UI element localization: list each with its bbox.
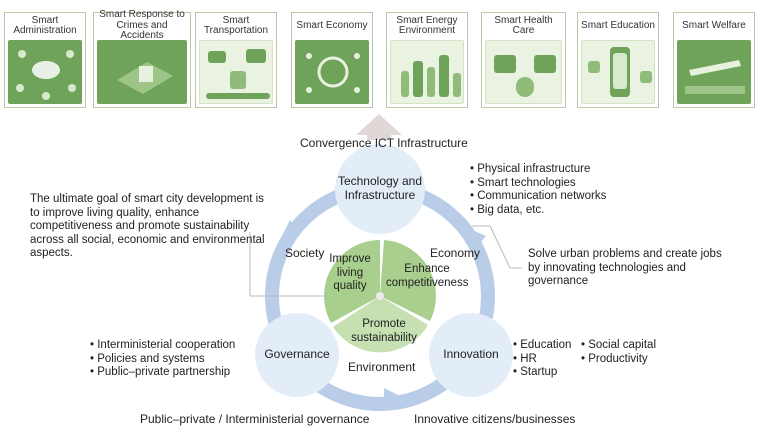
tile-label: Smart Economy (296, 19, 368, 31)
tile-smart-health-care: Smart Health Care (481, 12, 566, 108)
list-item: Productivity (581, 353, 656, 367)
list-item: Public–private partnership (90, 366, 235, 380)
list-item: Smart technologies (470, 177, 606, 191)
city-block-icon (97, 40, 187, 104)
tile-smart-energy: Smart Energy Environment (386, 12, 468, 108)
ring-arrow-right (470, 229, 486, 248)
cloud-network-icon (8, 40, 82, 104)
welfare-icon (677, 40, 751, 104)
tile-label: Smart Response to Crimes and Accidents (99, 9, 185, 42)
tile-smart-economy: Smart Economy (291, 12, 373, 108)
ring-label-economy: Economy (430, 246, 481, 260)
solve-leader-line (472, 225, 522, 269)
bottom-left-label: Public–private / Interministerial govern… (140, 412, 370, 426)
economy-icon (295, 40, 369, 104)
tile-label: Smart Education (581, 19, 655, 31)
tile-smart-response: Smart Response to Crimes and Accidents (93, 9, 191, 108)
tile-smart-education: Smart Education (577, 12, 659, 108)
solve-text: Solve urban problems and create jobs by … (528, 248, 722, 287)
gov-bullets: Interministerial cooperation Policies an… (90, 339, 235, 380)
tile-label: Smart Welfare (682, 19, 746, 31)
node-technology-label: Technology and Infrastructure (337, 174, 423, 202)
tile-label: Smart Energy Environment (396, 14, 458, 36)
infrastructure-arrow-stem (367, 128, 391, 140)
bottom-right-label: Innovative citizens/businesses (414, 412, 576, 426)
list-item: Social capital (581, 339, 656, 353)
list-item: Education (513, 339, 571, 353)
innov-bullets-b: Social capital Productivity (581, 339, 656, 366)
node-governance (255, 313, 339, 397)
node-technology (335, 144, 425, 234)
tile-smart-administration: Smart Administration (4, 12, 86, 108)
transportation-icon (199, 40, 273, 104)
infrastructure-label: Convergence ICT Infrastructure (300, 136, 468, 150)
list-item: Interministerial cooperation (90, 339, 235, 353)
health-care-icon (485, 40, 562, 104)
list-item: Communication networks (470, 190, 606, 204)
ring-label-environment: Environment (348, 360, 416, 374)
leaf-competitiveness (380, 240, 436, 321)
leaf-sustainability (333, 296, 428, 353)
goal-text: The ultimate goal of smart city developm… (30, 193, 265, 259)
node-governance-label: Governance (264, 347, 330, 361)
leaf-living (324, 240, 380, 323)
ring-arrow-bottom (384, 388, 400, 410)
node-innovation (429, 313, 513, 397)
node-innovation-label: Innovation (443, 347, 499, 361)
tech-bullets: Physical infrastructure Smart technologi… (470, 163, 606, 217)
tile-label: Smart Transportation (203, 14, 269, 36)
list-item: HR (513, 353, 571, 367)
energy-city-icon (390, 40, 464, 104)
list-item: Physical infrastructure (470, 163, 606, 177)
innov-bullets-a: Education HR Startup (513, 339, 571, 380)
list-item: Startup (513, 366, 571, 380)
tile-smart-transportation: Smart Transportation (195, 12, 277, 108)
tile-label: Smart Administration (13, 14, 77, 36)
list-item: Policies and systems (90, 353, 235, 367)
ring-label-society: Society (285, 246, 325, 260)
list-item: Big data, etc. (470, 204, 606, 218)
inner-competitiveness-label: Enhance competitiveness (386, 263, 469, 289)
tile-smart-welfare: Smart Welfare (673, 12, 755, 108)
education-icon (581, 40, 655, 104)
ring-arrow-left (282, 220, 300, 236)
tile-label: Smart Health Care (494, 14, 553, 36)
leaf-center-dot (376, 292, 384, 300)
inner-living-label: Improve living quality (329, 253, 371, 292)
inner-sustainability-label: Promote sustainability (351, 318, 417, 344)
